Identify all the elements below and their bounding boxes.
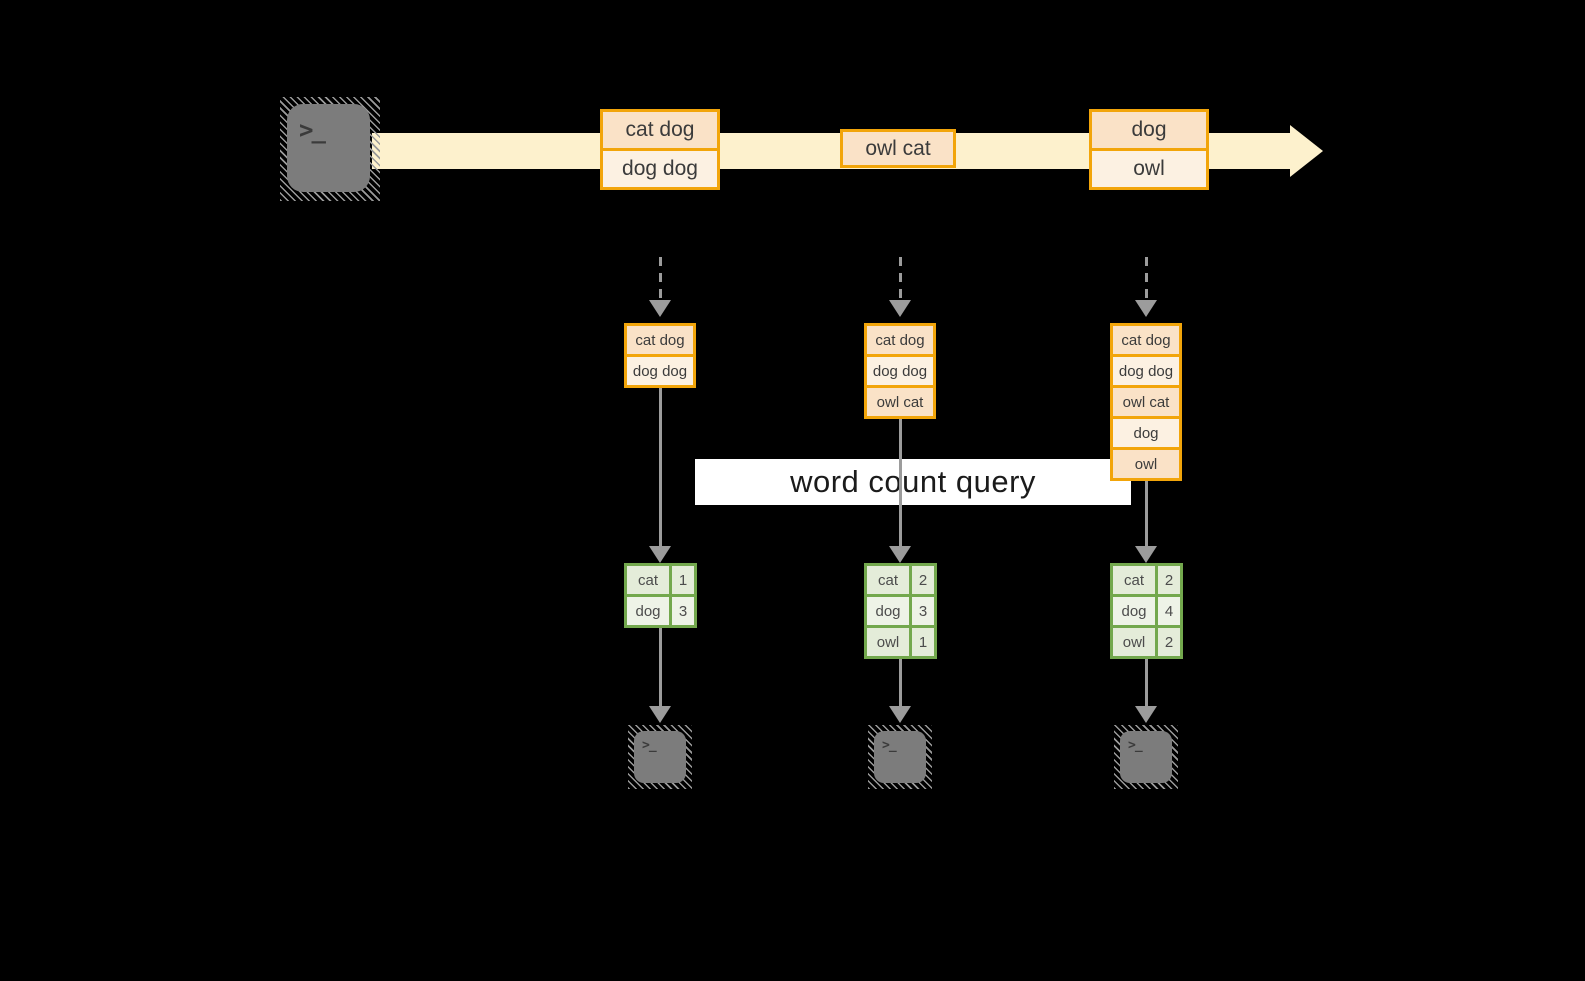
buffer-item: owl cat <box>1113 388 1179 416</box>
table-cell-word: dog <box>627 597 669 625</box>
ingest-arrow-dashed-2 <box>898 257 902 301</box>
output-arrow-2 <box>898 659 902 706</box>
table-cell-count: 1 <box>912 628 934 656</box>
table-cell-word: cat <box>867 566 909 594</box>
table-cell-count: 3 <box>912 597 934 625</box>
output-arrow-1 <box>658 628 662 706</box>
table-cell-count: 3 <box>672 597 694 625</box>
source-terminal-icon: >_ <box>280 97 380 201</box>
buffer-item: dog dog <box>1113 357 1179 385</box>
terminal-prompt-glyph: >_ <box>882 738 897 753</box>
query-arrow-1 <box>658 388 662 546</box>
word-count-table-1: cat 1 dog 3 <box>624 563 697 628</box>
terminal-prompt-glyph: >_ <box>299 116 326 144</box>
table-cell-word: owl <box>867 628 909 656</box>
arrowhead-down-icon <box>649 300 671 317</box>
table-cell-count: 1 <box>672 566 694 594</box>
buffer-stack-3: cat dog dog dog owl cat dog owl <box>1110 323 1182 481</box>
ingest-arrow-dashed-1 <box>658 257 662 301</box>
query-arrow-3 <box>1144 481 1148 546</box>
terminal-body: >_ <box>634 731 686 783</box>
arrowhead-down-icon <box>889 706 911 723</box>
arrowhead-down-icon <box>1135 546 1157 563</box>
query-arrow-2 <box>898 419 902 546</box>
stream-event: dog <box>1092 112 1206 148</box>
arrowhead-down-icon <box>1135 706 1157 723</box>
stream-event-batch-2: owl cat <box>840 129 956 168</box>
query-label: word count query <box>790 464 1036 499</box>
output-arrow-3 <box>1144 659 1148 706</box>
arrowhead-down-icon <box>649 706 671 723</box>
stream-arrow-right-icon <box>1290 125 1323 177</box>
ingest-arrow-dashed-3 <box>1144 257 1148 301</box>
word-count-table-2: cat 2 dog 3 owl 1 <box>864 563 937 659</box>
stream-event: dog dog <box>603 151 717 187</box>
stream-event-batch-1: cat dog dog dog <box>600 109 720 190</box>
terminal-body: >_ <box>874 731 926 783</box>
stream-event: owl cat <box>843 132 953 165</box>
sink-terminal-icon-1: >_ <box>628 725 692 789</box>
table-cell-count: 2 <box>1158 628 1180 656</box>
table-cell-count: 4 <box>1158 597 1180 625</box>
buffer-item: dog dog <box>627 357 693 385</box>
sink-terminal-icon-2: >_ <box>868 725 932 789</box>
buffer-item: dog dog <box>867 357 933 385</box>
table-cell-count: 2 <box>912 566 934 594</box>
terminal-prompt-glyph: >_ <box>642 738 657 753</box>
arrowhead-down-icon <box>889 300 911 317</box>
table-cell-word: dog <box>1113 597 1155 625</box>
buffer-item: owl cat <box>867 388 933 416</box>
buffer-stack-1: cat dog dog dog <box>624 323 696 388</box>
terminal-body: >_ <box>1120 731 1172 783</box>
terminal-prompt-glyph: >_ <box>1128 738 1143 753</box>
buffer-item: dog <box>1113 419 1179 447</box>
buffer-stack-2: cat dog dog dog owl cat <box>864 323 936 419</box>
arrowhead-down-icon <box>649 546 671 563</box>
arrowhead-down-icon <box>889 546 911 563</box>
table-cell-word: cat <box>1113 566 1155 594</box>
stream-event: cat dog <box>603 112 717 148</box>
buffer-item: cat dog <box>627 326 693 354</box>
query-band: word count query <box>695 459 1131 505</box>
buffer-item: owl <box>1113 450 1179 478</box>
word-count-table-3: cat 2 dog 4 owl 2 <box>1110 563 1183 659</box>
buffer-item: cat dog <box>867 326 933 354</box>
stream-event: owl <box>1092 151 1206 187</box>
table-cell-count: 2 <box>1158 566 1180 594</box>
terminal-body: >_ <box>287 104 370 192</box>
table-cell-word: dog <box>867 597 909 625</box>
buffer-item: cat dog <box>1113 326 1179 354</box>
arrowhead-down-icon <box>1135 300 1157 317</box>
table-cell-word: cat <box>627 566 669 594</box>
stream-event-batch-3: dog owl <box>1089 109 1209 190</box>
sink-terminal-icon-3: >_ <box>1114 725 1178 789</box>
table-cell-word: owl <box>1113 628 1155 656</box>
